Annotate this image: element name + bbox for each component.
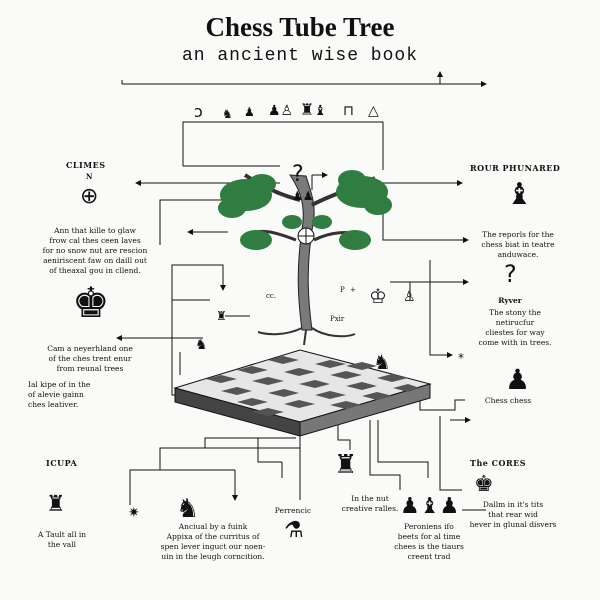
knight-side-icon: ♞	[195, 337, 208, 353]
pxir-label: Pxir	[330, 315, 345, 323]
rook-pawn-icon: ♜	[300, 100, 315, 119]
p-label: P	[340, 286, 345, 294]
king-icon-center: ♔	[369, 284, 387, 308]
chair-icon: ⊓	[343, 103, 354, 119]
cc-label: cc.	[266, 292, 277, 300]
heading-the-cores: The CORES	[470, 458, 527, 468]
heading-rour-phunared: ROUR PHUNARED	[470, 163, 561, 173]
knight-bottom-icon: ♞	[176, 494, 200, 524]
heading-climes: CLIMES	[66, 160, 106, 170]
chessboard	[173, 349, 432, 437]
tree-illustration	[218, 170, 392, 346]
king-piece-icon: ♚	[72, 278, 110, 327]
compass-icon: ⊕	[80, 184, 99, 209]
king-small-icon: ♚	[474, 472, 494, 497]
question-pawn-icon: ?	[504, 260, 517, 288]
pawn-trio-icon: ♟♝♟	[400, 494, 460, 519]
pawn-tiny-icon: ♟	[244, 105, 255, 119]
ryver-label: Ryver	[498, 296, 522, 305]
pawn-tall-icon: ♟	[505, 363, 531, 396]
pawn-duo-icon: ♟♟	[292, 189, 314, 203]
curl-glyph-icon: ↄ	[194, 102, 203, 121]
rook-piece-icon: ♜	[46, 492, 66, 517]
rook-side-icon: ♜	[216, 309, 227, 323]
compass-label: N	[86, 172, 93, 181]
plus-label: +	[350, 286, 356, 294]
bishop-piece-icon: ♝	[506, 177, 533, 212]
knight-tiny-icon: ♞	[222, 107, 233, 121]
rook-bottom-icon: ♜	[334, 450, 358, 480]
starburst-icon: ✷	[128, 505, 140, 521]
pawn-pair-icon: ♟♙	[268, 103, 294, 119]
question-mark-icon: ?	[292, 162, 304, 187]
page-title: Chess Tube Tree	[205, 12, 395, 42]
flask-icon: ⚗	[284, 518, 304, 543]
page-subtitle: an ancient wise book	[181, 46, 419, 66]
top-connector	[182, 121, 384, 170]
perrencic-label: Perrencic	[274, 506, 312, 515]
star-icon: *	[458, 351, 464, 365]
pendant-icon: ♙	[403, 289, 416, 305]
chess-chess-label: Chess chess	[484, 396, 532, 405]
tent-icon: △	[368, 103, 379, 119]
bishop-bird-icon: ♝	[314, 103, 327, 119]
knight-board-icon: ♞	[373, 350, 391, 374]
heading-icupa: ICUPA	[46, 458, 78, 468]
